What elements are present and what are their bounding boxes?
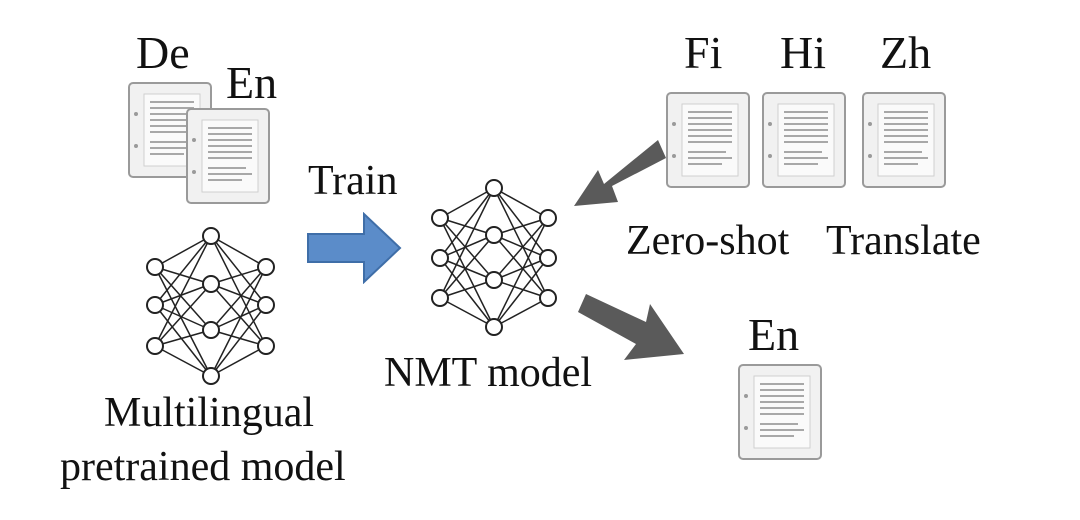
document-icon-fi [666,92,750,188]
neural-network-icon-nmt [431,179,557,336]
label-hi: Hi [780,27,826,78]
label-en-top: En [226,57,278,108]
arrow-diagonal-icon-input [574,140,666,206]
label-translate: Translate [826,218,981,264]
arrow-diagonal-icon-output [578,294,684,360]
label-zh: Zh [880,27,932,78]
document-icon-zh [862,92,946,188]
label-en-output: En [748,309,800,360]
neural-network-icon-pretrained [146,227,275,385]
label-pretrained-model: pretrained model [60,444,346,490]
label-train: Train [308,158,398,204]
label-fi: Fi [684,27,723,78]
label-multilingual: Multilingual [104,390,314,436]
document-icon-hi [762,92,846,188]
label-nmt-model: NMT model [384,350,593,396]
arrow-right-icon-train [307,212,402,284]
document-icon-en-top [186,108,270,204]
document-icon-en-output [738,364,822,460]
label-de: De [136,27,190,78]
label-zero-shot: Zero-shot [626,218,790,264]
